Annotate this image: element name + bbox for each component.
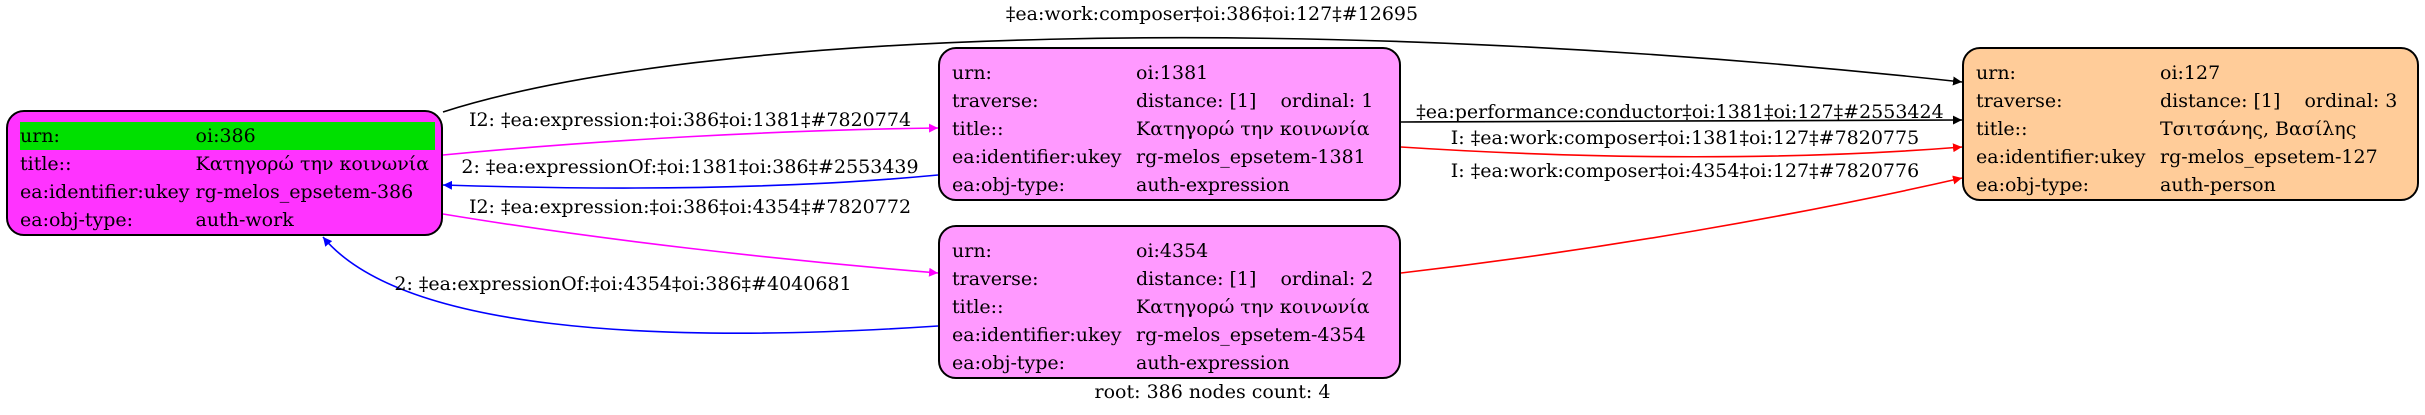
edge-label-e2: I2: ‡ea:expression:‡oi:386‡oi:1381‡#7820… [469,109,911,131]
node-4354-row-objtype: ea:obj-type:auth-expression [952,352,1290,374]
node-127-row-urn: urn:oi:127 [1976,62,2221,84]
edge-label-e4: I2: ‡ea:expression:‡oi:386‡oi:4354‡#7820… [469,196,911,218]
node-127-row-traverse: traverse:distance: [1]ordinal: 3 [1976,90,2398,112]
node-4354-row-urn: urn:oi:4354 [952,240,1209,262]
edge-label-e1: ‡ea:work:composer‡oi:386‡oi:127‡#12695 [1006,3,1418,25]
node-auth-expression-1381[interactable]: urn:oi:1381 traverse:distance: [1]ordina… [938,47,1401,201]
edge-expressionof-4354-386 [322,236,939,334]
node-4354-row-traverse: traverse:distance: [1]ordinal: 2 [952,268,1374,290]
edge-label-e8: I: ‡ea:work:composer‡oi:4354‡oi:127‡#782… [1451,160,1919,182]
node-4354-row-title: title::Κατηγορώ την κοινωνία [952,296,1370,318]
node-127-table: urn:oi:127 traverse:distance: [1]ordinal… [1976,59,2403,199]
node-1381-row-objtype: ea:obj-type:auth-expression [952,174,1290,196]
node-1381-row-urn: urn:oi:1381 [952,62,1209,84]
node-1381-row-title: title::Κατηγορώ την κοινωνία [952,118,1370,140]
node-127-row-objtype: ea:obj-type:auth-person [1976,174,2276,196]
node-auth-person-127[interactable]: urn:oi:127 traverse:distance: [1]ordinal… [1962,47,2419,201]
edge-expressionof-1381-386 [442,174,939,190]
graph-footer: root: 386 nodes count: 4 [1094,381,1331,403]
node-auth-work-386[interactable]: urn:oi:386 title::Κατηγορώ την κοινωνία … [6,110,443,236]
node-386-row-title: title::Κατηγορώ την κοινωνία [20,153,430,175]
node-1381-row-traverse: traverse:distance: [1]ordinal: 1 [952,90,1374,112]
edge-performance-conductor-1381-127 [1400,115,1963,125]
node-386-row-objtype: ea:obj-type:auth-work [20,209,294,231]
node-386-table: urn:oi:386 title::Κατηγορώ την κοινωνία … [20,122,436,234]
edge-work-composer-386-127 [442,36,1963,113]
node-127-row-title: title::Τσιτσάνης, Βασίλης [1976,118,2357,140]
edge-label-e3: 2: ‡ea:expressionOf:‡oi:1381‡oi:386‡#255… [461,156,918,178]
edge-label-e6: ‡ea:performance:conductor‡oi:1381‡oi:127… [1416,101,1943,123]
edge-expression-386-1381 [442,123,939,156]
edge-label-e5: 2: ‡ea:expressionOf:‡oi:4354‡oi:386‡#404… [394,273,851,295]
node-1381-table: urn:oi:1381 traverse:distance: [1]ordina… [952,59,1379,199]
edge-work-composer-4354-127 [1400,175,1963,274]
node-386-row-urn: urn:oi:386 [20,122,436,150]
edge-expression-386-4354 [442,213,939,277]
edge-work-composer-1381-127 [1400,143,1963,158]
node-4354-table: urn:oi:4354 traverse:distance: [1]ordina… [952,237,1379,377]
node-auth-expression-4354[interactable]: urn:oi:4354 traverse:distance: [1]ordina… [938,225,1401,379]
edge-label-e7: I: ‡ea:work:composer‡oi:1381‡oi:127‡#782… [1451,127,1919,149]
